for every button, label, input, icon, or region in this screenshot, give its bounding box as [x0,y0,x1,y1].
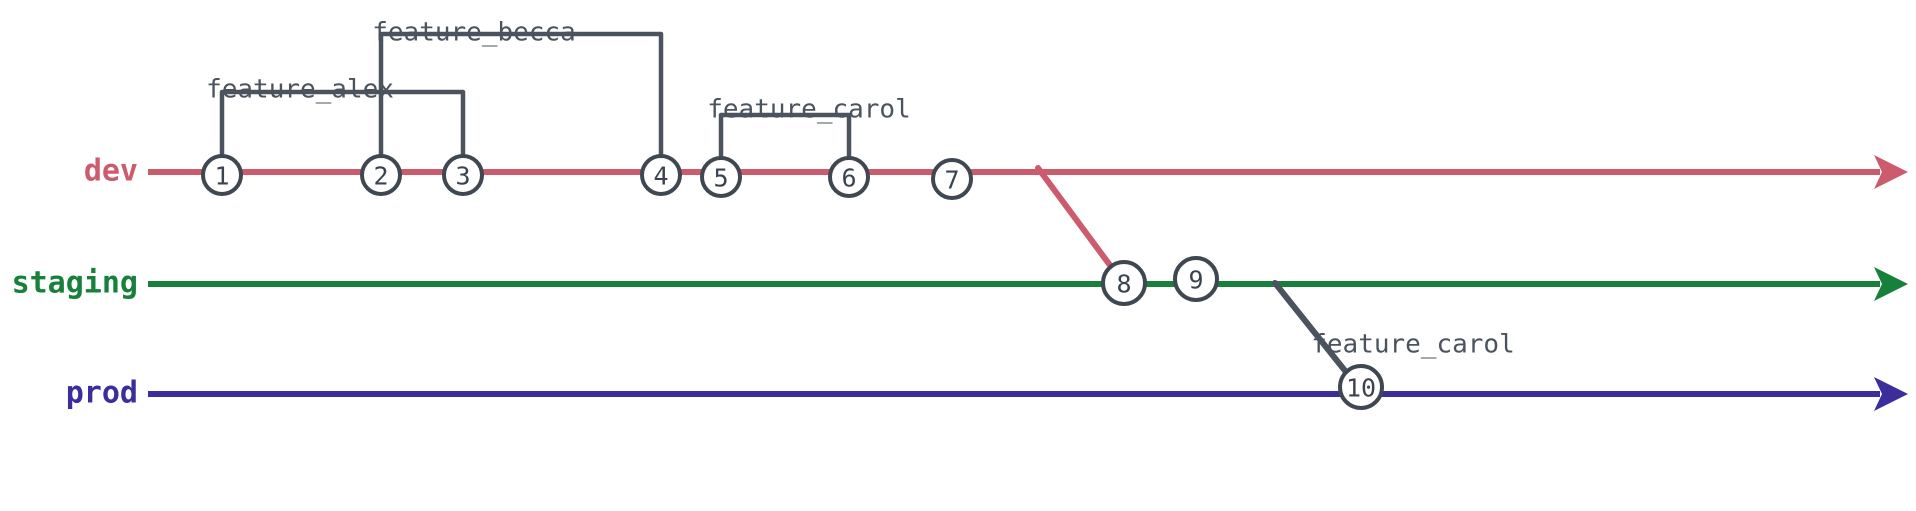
commit-label-7: 7 [944,166,959,195]
commit-label-9: 9 [1188,266,1203,295]
branch-arrow-staging [1874,267,1908,301]
annotations-group: feature_carol [1311,329,1515,359]
branch-arrow-dev [1874,155,1908,189]
commit-circle-8[interactable] [1101,260,1147,306]
merge-line-dev-to-staging [1035,165,1118,275]
branch-labels-group: dev staging prod [12,154,138,411]
commit-circle-10[interactable] [1338,364,1384,410]
commit-circle-7[interactable] [931,158,973,200]
feature-brackets-group [219,31,852,163]
commit-node-4[interactable]: 4 [640,154,682,196]
feature-label-feature_becca: feature_becca [372,17,576,47]
feature-label-feature_alex: feature_alex [206,74,394,104]
commit-label-5: 5 [713,164,728,193]
commit-node-8[interactable]: 8 [1101,260,1147,306]
feature-label-feature_carol_dev: feature_carol [707,94,911,124]
annotation-feature_carol_prod: feature_carol [1311,329,1515,359]
commit-node-1[interactable]: 1 [201,154,243,196]
commit-circle-1[interactable] [201,154,243,196]
commit-node-9[interactable]: 9 [1173,256,1219,302]
bracket-feature_becca [378,31,664,161]
merge-lines-group [1035,165,1353,380]
branch-label-dev: dev [84,154,138,189]
commit-circle-4[interactable] [640,154,682,196]
bracket-feature_alex [219,89,466,161]
commit-node-6[interactable]: 6 [828,156,870,198]
commit-node-10[interactable]: 10 [1338,364,1384,410]
commit-circle-3[interactable] [442,154,484,196]
commit-circle-2[interactable] [360,154,402,196]
commit-circle-6[interactable] [828,156,870,198]
commit-label-6: 6 [841,164,856,193]
merge-line-staging-to-prod-feature [1272,280,1353,380]
commit-nodes-group: 1 2 3 4 5 6 7 8 9 10 [201,154,1384,410]
branch-lines-group [148,155,1908,411]
branch-arrow-prod [1874,377,1908,411]
bracket-feature_carol_dev [718,112,852,163]
commit-label-8: 8 [1116,270,1131,299]
feature-labels-group: feature_alex feature_becca feature_carol [206,17,911,124]
branch-label-staging: staging [12,266,138,301]
commit-circle-9[interactable] [1173,256,1219,302]
commit-circle-5[interactable] [700,156,742,198]
commit-label-2: 2 [373,162,388,191]
commit-label-10: 10 [1346,374,1376,403]
commit-label-1: 1 [214,162,229,191]
commit-label-4: 4 [653,162,668,191]
branch-label-prod: prod [66,376,138,411]
commit-node-2[interactable]: 2 [360,154,402,196]
commit-node-5[interactable]: 5 [700,156,742,198]
commit-label-3: 3 [455,162,470,191]
commit-node-7[interactable]: 7 [931,158,973,200]
commit-node-3[interactable]: 3 [442,154,484,196]
